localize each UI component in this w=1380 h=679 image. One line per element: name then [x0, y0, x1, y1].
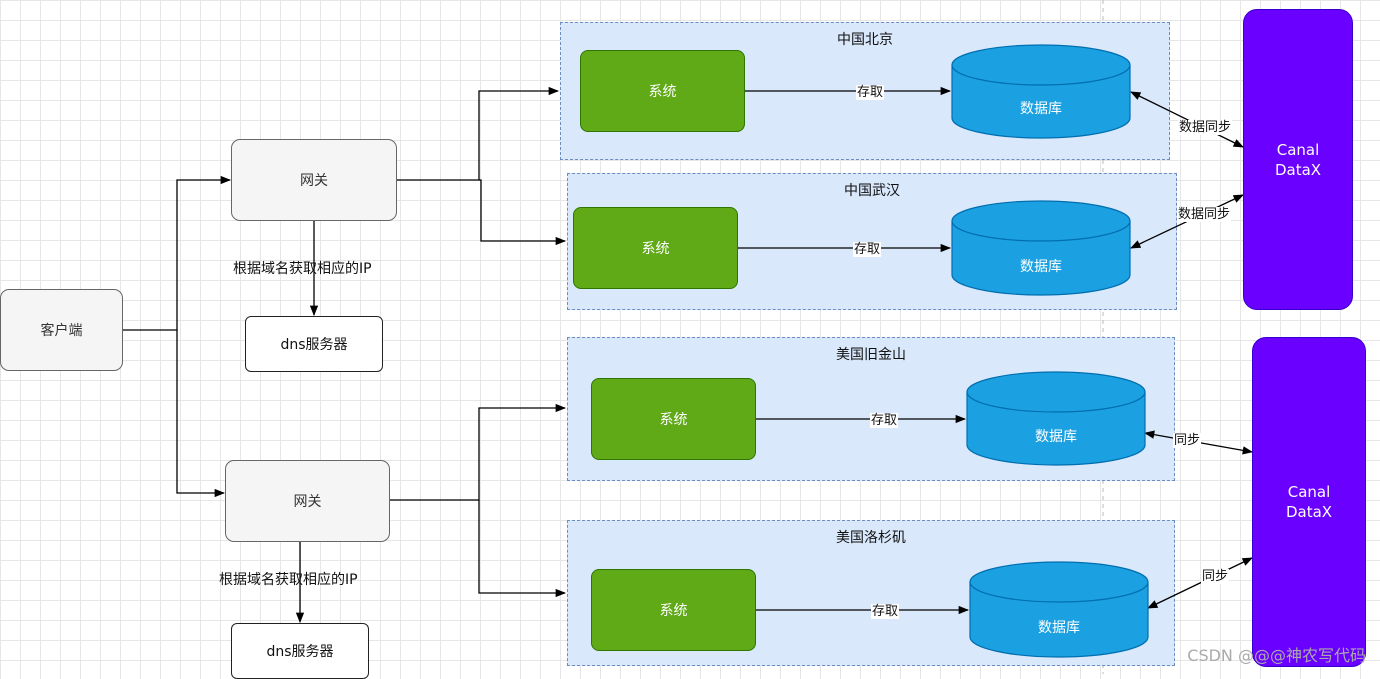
sync-label-wuhan: 数据同步 [1177, 207, 1232, 222]
datax-label: DataX [1285, 503, 1333, 521]
database-label-wuhan: 数据库 [1020, 259, 1062, 275]
client-node[interactable]: 客户端 [0, 289, 123, 371]
gateway-label: 网关 [300, 173, 328, 189]
system-label: 系统 [648, 84, 677, 100]
database-label-san-francisco: 数据库 [1035, 429, 1077, 445]
dns-server-node-2[interactable]: dns服务器 [231, 623, 369, 679]
watermark-text: CSDN @@@神农写代码 [1187, 646, 1366, 665]
database-cylinder-los-angeles [969, 561, 1149, 658]
system-node-wuhan[interactable]: 系统 [573, 207, 738, 289]
gateway-label: 网关 [293, 494, 322, 510]
edge-client-gateway-1 [123, 175, 232, 331]
database-cylinder-san-francisco [966, 371, 1146, 466]
access-label-wuhan: 存取 [853, 242, 882, 257]
gateway-node-2[interactable]: 网关 [225, 460, 390, 542]
database-cylinder-beijing [951, 44, 1131, 139]
region-title: 中国北京 [837, 32, 893, 48]
canal-label: Canal [1287, 483, 1331, 501]
region-title: 中国武汉 [844, 183, 900, 199]
edge-db-canal-los-angeles [1147, 557, 1253, 609]
access-label-beijing: 存取 [856, 85, 885, 100]
system-label: 系统 [641, 241, 670, 257]
canal-datax-node-2[interactable]: Canal DataX [1252, 337, 1366, 667]
edge-gateway1-wuhan [479, 179, 567, 246]
client-label: 客户端 [40, 323, 83, 339]
gateway-node-1[interactable]: 网关 [231, 139, 397, 221]
edge-gateway1-beijing [397, 86, 560, 181]
edge-client-gateway-2 [176, 330, 226, 498]
dns-edge-label-1: 根据域名获取相应的IP [233, 261, 372, 277]
system-label: 系统 [659, 603, 688, 619]
dns-server-node-1[interactable]: dns服务器 [245, 316, 383, 372]
system-label: 系统 [659, 412, 688, 428]
database-cylinder-wuhan [951, 200, 1131, 296]
edge-gateway2-san-francisco [390, 403, 567, 501]
sync-label-beijing: 数据同步 [1178, 120, 1233, 135]
datax-label: DataX [1274, 160, 1322, 179]
dns-edge-label-2: 根据域名获取相应的IP [219, 572, 358, 588]
canal-label: Canal [1276, 140, 1320, 159]
dns-label: dns服务器 [280, 337, 348, 353]
database-label-los-angeles: 数据库 [1038, 620, 1080, 636]
sync-label-los-angeles: 同步 [1201, 569, 1230, 584]
system-node-san-francisco[interactable]: 系统 [591, 378, 756, 460]
access-label-san-francisco: 存取 [870, 413, 899, 428]
canal-datax-node-1[interactable]: Canal DataX [1243, 9, 1353, 310]
region-title: 美国洛杉矶 [836, 530, 906, 546]
region-title: 美国旧金山 [836, 347, 906, 363]
sync-label-san-francisco: 同步 [1173, 433, 1202, 448]
database-label-beijing: 数据库 [1020, 101, 1062, 117]
edge-db-canal-beijing [1130, 91, 1244, 148]
system-node-los-angeles[interactable]: 系统 [591, 569, 756, 651]
dns-label: dns服务器 [266, 644, 334, 660]
edge-gateway2-los-angeles [478, 500, 567, 598]
access-label-los-angeles: 存取 [871, 604, 900, 619]
system-node-beijing[interactable]: 系统 [580, 50, 745, 132]
